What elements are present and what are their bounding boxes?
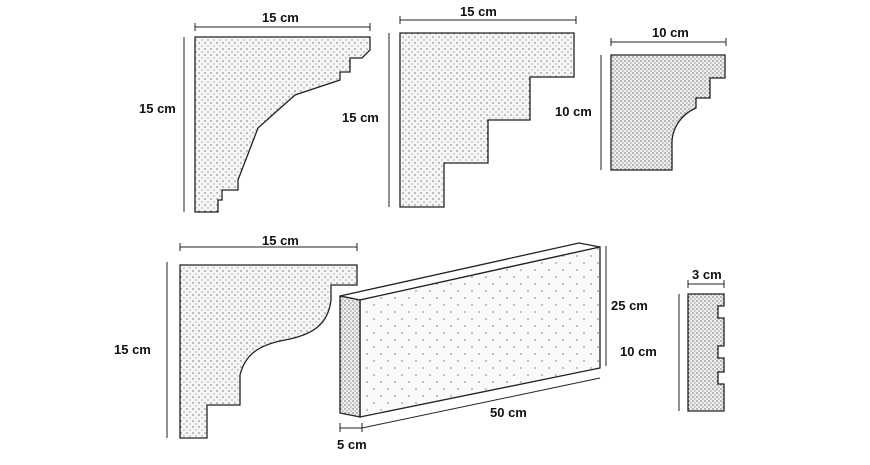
width-label: 15 cm (262, 10, 299, 25)
profile-notched-strip: 3 cm (678, 267, 725, 412)
length-label: 50 cm (490, 405, 527, 420)
cornice-curved-bracket-shape (194, 36, 371, 213)
width-label: 15 cm (262, 233, 299, 248)
height-label: 25 cm (611, 298, 648, 313)
height-label: 15 cm (342, 110, 379, 125)
block-side-face (339, 295, 361, 418)
block-isometric: 50 cm 25 cm 10 cm 5 cm (337, 242, 657, 452)
notched-strip-shape (687, 293, 725, 412)
height-label: 10 cm (555, 104, 592, 119)
profile-small-cornice: 10 cm 10 cm (555, 25, 727, 171)
inner-height-label: 10 cm (620, 344, 657, 359)
small-cornice-shape (610, 54, 726, 171)
profile-stepped-bracket: 15 cm 15 cm (342, 4, 577, 208)
width-label: 3 cm (692, 267, 722, 282)
cove-bracket-shape (179, 264, 358, 439)
depth-label: 5 cm (337, 437, 367, 452)
stepped-bracket-shape (399, 32, 575, 208)
profile-cornice-curved-bracket: 15 cm 15 cm (139, 10, 371, 213)
length-dimension-line (361, 377, 601, 429)
profile-cove-bracket: 15 cm 15 cm (114, 233, 358, 439)
height-label: 15 cm (114, 342, 151, 357)
width-label: 10 cm (652, 25, 689, 40)
width-label: 15 cm (460, 4, 497, 19)
height-label: 15 cm (139, 101, 176, 116)
